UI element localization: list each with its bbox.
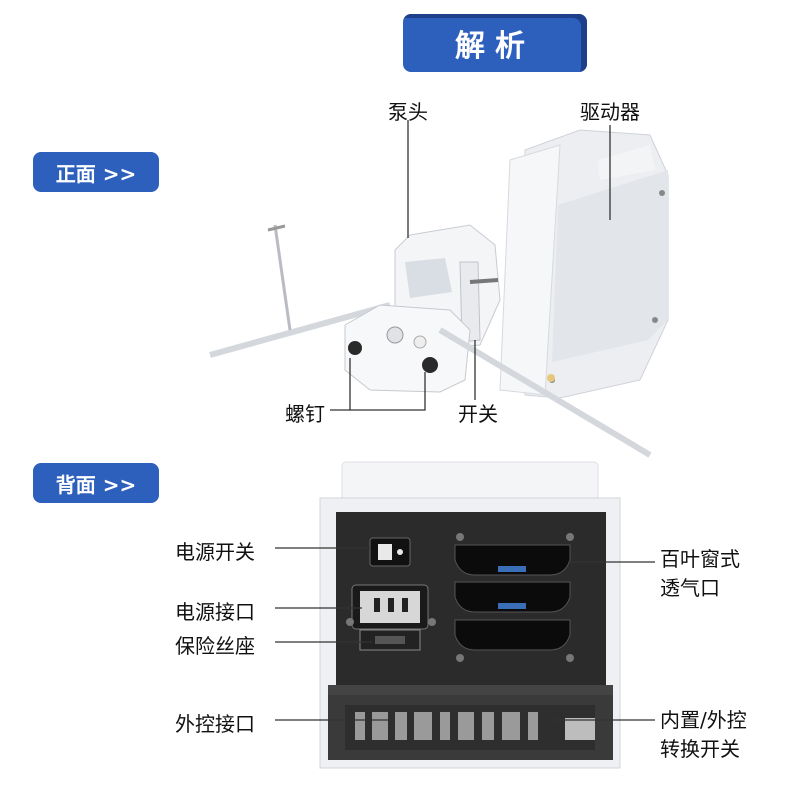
label-power-port: 电源接口 bbox=[175, 600, 255, 624]
label-switch: 开关 bbox=[458, 402, 498, 426]
back-view-pump bbox=[319, 461, 621, 769]
label-louver-vent-line1: 百叶窗式 bbox=[660, 547, 740, 571]
section-tab-back: 背面 >> bbox=[33, 463, 159, 503]
label-louver-vent: 百叶窗式 透气口 bbox=[660, 545, 740, 603]
front-view-pump bbox=[209, 129, 669, 458]
label-driver: 驱动器 bbox=[580, 100, 640, 124]
label-power-switch: 电源开关 bbox=[175, 540, 255, 564]
section-tab-front: 正面 >> bbox=[33, 152, 159, 192]
label-mode-switch-line2: 转换开关 bbox=[660, 737, 740, 761]
label-pump-head: 泵头 bbox=[388, 100, 428, 124]
tube-left bbox=[209, 302, 391, 358]
page-title: 解析 bbox=[403, 14, 587, 72]
label-mode-switch-line1: 内置/外控 bbox=[660, 708, 747, 732]
label-louver-vent-line2: 透气口 bbox=[660, 576, 720, 600]
label-external-port: 外控接口 bbox=[175, 712, 255, 736]
label-screw: 螺钉 bbox=[285, 402, 325, 426]
back-leader-lines bbox=[275, 547, 655, 721]
label-mode-switch: 内置/外控 转换开关 bbox=[660, 706, 747, 764]
front-leader-lines bbox=[330, 120, 611, 411]
label-fuse-holder: 保险丝座 bbox=[175, 634, 255, 658]
